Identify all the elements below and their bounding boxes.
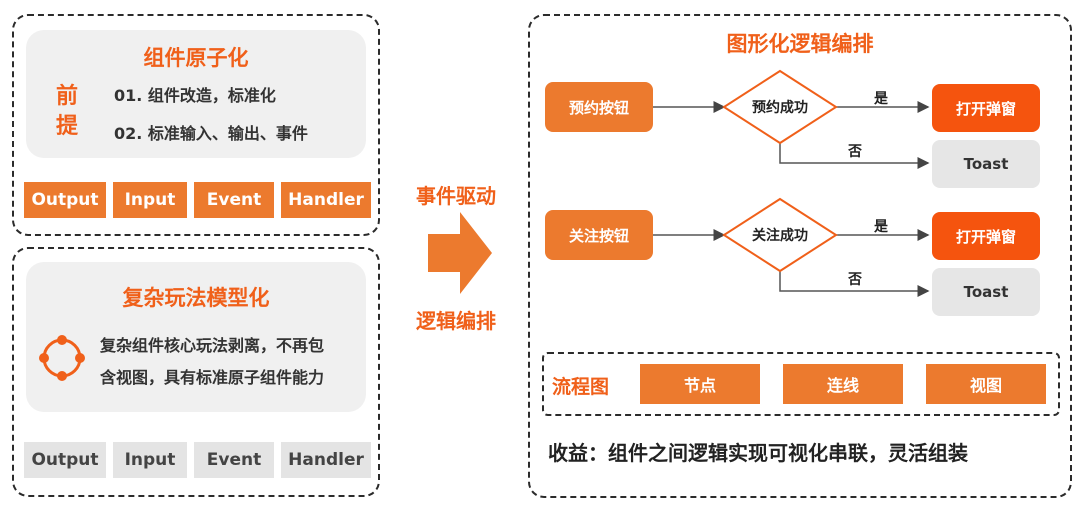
gameplay-model-card (26, 262, 366, 412)
chip-event-grey: Event (194, 442, 274, 478)
chip-view: 视图 (926, 364, 1046, 404)
chip-node: 节点 (640, 364, 760, 404)
benefit-text: 收益：组件之间逻辑实现可视化串联，灵活组装 (548, 441, 968, 465)
event-driven-label: 事件驱动 (416, 184, 496, 208)
gameplay-model-title: 复杂玩法模型化 (122, 286, 270, 310)
atomization-line-1: 01. 组件改造，标准化 (114, 86, 276, 105)
chip-handler-grey: Handler (281, 442, 371, 478)
gameplay-model-panel (12, 247, 380, 497)
flow-2-start-node: 关注按钮 (545, 210, 653, 260)
chip-event: Event (194, 182, 274, 218)
flow-1-start-node: 预约按钮 (545, 82, 653, 132)
logic-orchestration-label: 逻辑编排 (416, 309, 496, 333)
flow-2-no-label: 否 (848, 272, 862, 288)
flow-2-yes-node: 打开弹窗 (932, 212, 1040, 260)
big-right-arrow-icon (428, 212, 492, 294)
flow-2-decision-label: 关注成功 (752, 228, 808, 244)
flow-1-no-label: 否 (848, 144, 862, 160)
flowchart-elements-box (542, 352, 1060, 416)
graphical-orchestration-title: 图形化逻辑编排 (726, 32, 874, 56)
atomization-panel (12, 14, 380, 236)
flow-1-no-node: Toast (932, 140, 1040, 188)
gameplay-model-line-1: 复杂组件核心玩法剥离，不再包 (100, 336, 325, 355)
flow-1-yes-node: 打开弹窗 (932, 84, 1040, 132)
flow-1-yes-label: 是 (874, 91, 888, 107)
chip-output-grey: Output (24, 442, 106, 478)
chip-handler: Handler (281, 182, 371, 218)
flow-1-decision-label: 预约成功 (752, 100, 808, 116)
chip-output: Output (24, 182, 106, 218)
flow-2-no-node: Toast (932, 268, 1040, 316)
atomization-card (26, 30, 366, 158)
chip-connection: 连线 (783, 364, 903, 404)
gameplay-model-line-2: 含视图，具有标准原子组件能力 (100, 368, 325, 387)
chip-input-grey: Input (113, 442, 187, 478)
chip-input: Input (113, 182, 187, 218)
graphical-orchestration-panel (528, 14, 1072, 498)
premise-label-1: 前 (56, 84, 79, 109)
flow-2-yes-label: 是 (874, 219, 888, 235)
modular-ring-icon (39, 335, 85, 381)
flowchart-label: 流程图 (552, 376, 610, 398)
atomization-line-2: 02. 标准输入、输出、事件 (114, 124, 308, 143)
premise-label-2: 提 (56, 114, 79, 139)
atomization-title: 组件原子化 (143, 46, 249, 70)
